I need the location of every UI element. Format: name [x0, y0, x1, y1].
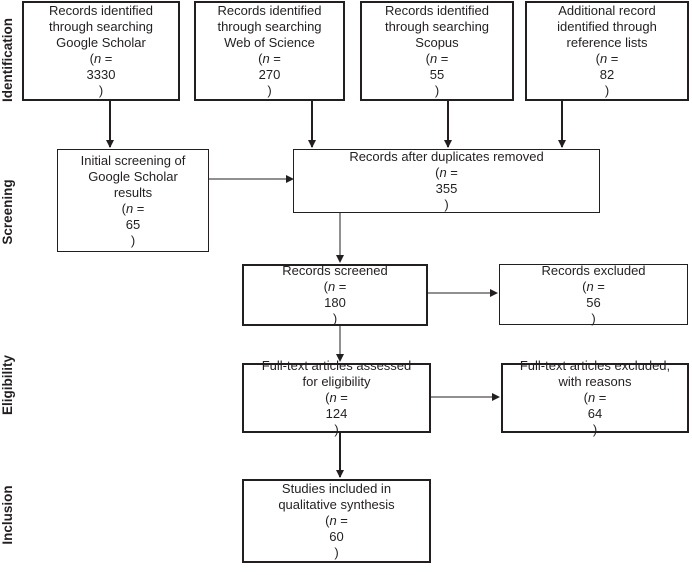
- box-text-line: Google Scholar: [88, 168, 178, 184]
- box-text-line: Records identified: [384, 3, 490, 18]
- box-text-line: Web of Science: [224, 35, 315, 50]
- box-text-line: through searching: [217, 19, 322, 34]
- flow-arrows: [106, 101, 566, 478]
- box-records-excluded: Records excluded(n = 56): [499, 262, 688, 326]
- box-count: (n = 64): [583, 390, 607, 437]
- box-text-line: for eligibility: [302, 374, 371, 389]
- box-text-line: results: [113, 184, 153, 200]
- box-text-line: Records screened: [282, 263, 388, 278]
- box-text-line: Scopus: [415, 35, 459, 50]
- box-text-line: Full-text articles excluded,: [519, 358, 671, 373]
- box-text-line: Initial screening of: [80, 152, 186, 168]
- box-text-line: Additional record: [558, 3, 656, 18]
- box-count: (n = 65): [121, 200, 145, 248]
- box-text-line: reference lists: [566, 35, 648, 50]
- box-text-line: Studies included in: [281, 481, 392, 496]
- box-count: (n = 124): [325, 390, 348, 437]
- box-count: (n = 180): [323, 279, 347, 326]
- box-count: (n = 55): [425, 51, 449, 98]
- box-after-duplicates: Records after duplicates removed(n = 355…: [293, 149, 600, 213]
- box-text-line: with reasons: [558, 374, 632, 389]
- box-text-line: Records after duplicates removed: [349, 149, 544, 164]
- box-text-line: through searching: [48, 19, 154, 34]
- box-text-line: qualitative synthesis: [278, 497, 395, 512]
- box-records-screened: Records screened(n = 180): [242, 263, 428, 326]
- box-count: (n = 60): [325, 513, 348, 560]
- box-text-line: Full-text articles assessed: [261, 358, 412, 373]
- box-count: (n = 270): [258, 51, 281, 98]
- box-text-line: identified through: [557, 19, 657, 34]
- box-count: (n = 3330): [86, 51, 116, 98]
- box-text-line: Records identified: [48, 3, 154, 18]
- box-count: (n = 56): [582, 278, 605, 326]
- box-count: (n = 355): [435, 165, 458, 212]
- box-text-line: Records excluded: [541, 262, 646, 278]
- box-text-line: through searching: [384, 19, 490, 34]
- box-text-line: Google Scholar: [56, 35, 146, 50]
- box-text-line: Records identified: [217, 3, 322, 18]
- box-fulltext-excluded: Full-text articles excluded,with reasons…: [501, 358, 689, 437]
- box-count: (n = 82): [595, 51, 619, 98]
